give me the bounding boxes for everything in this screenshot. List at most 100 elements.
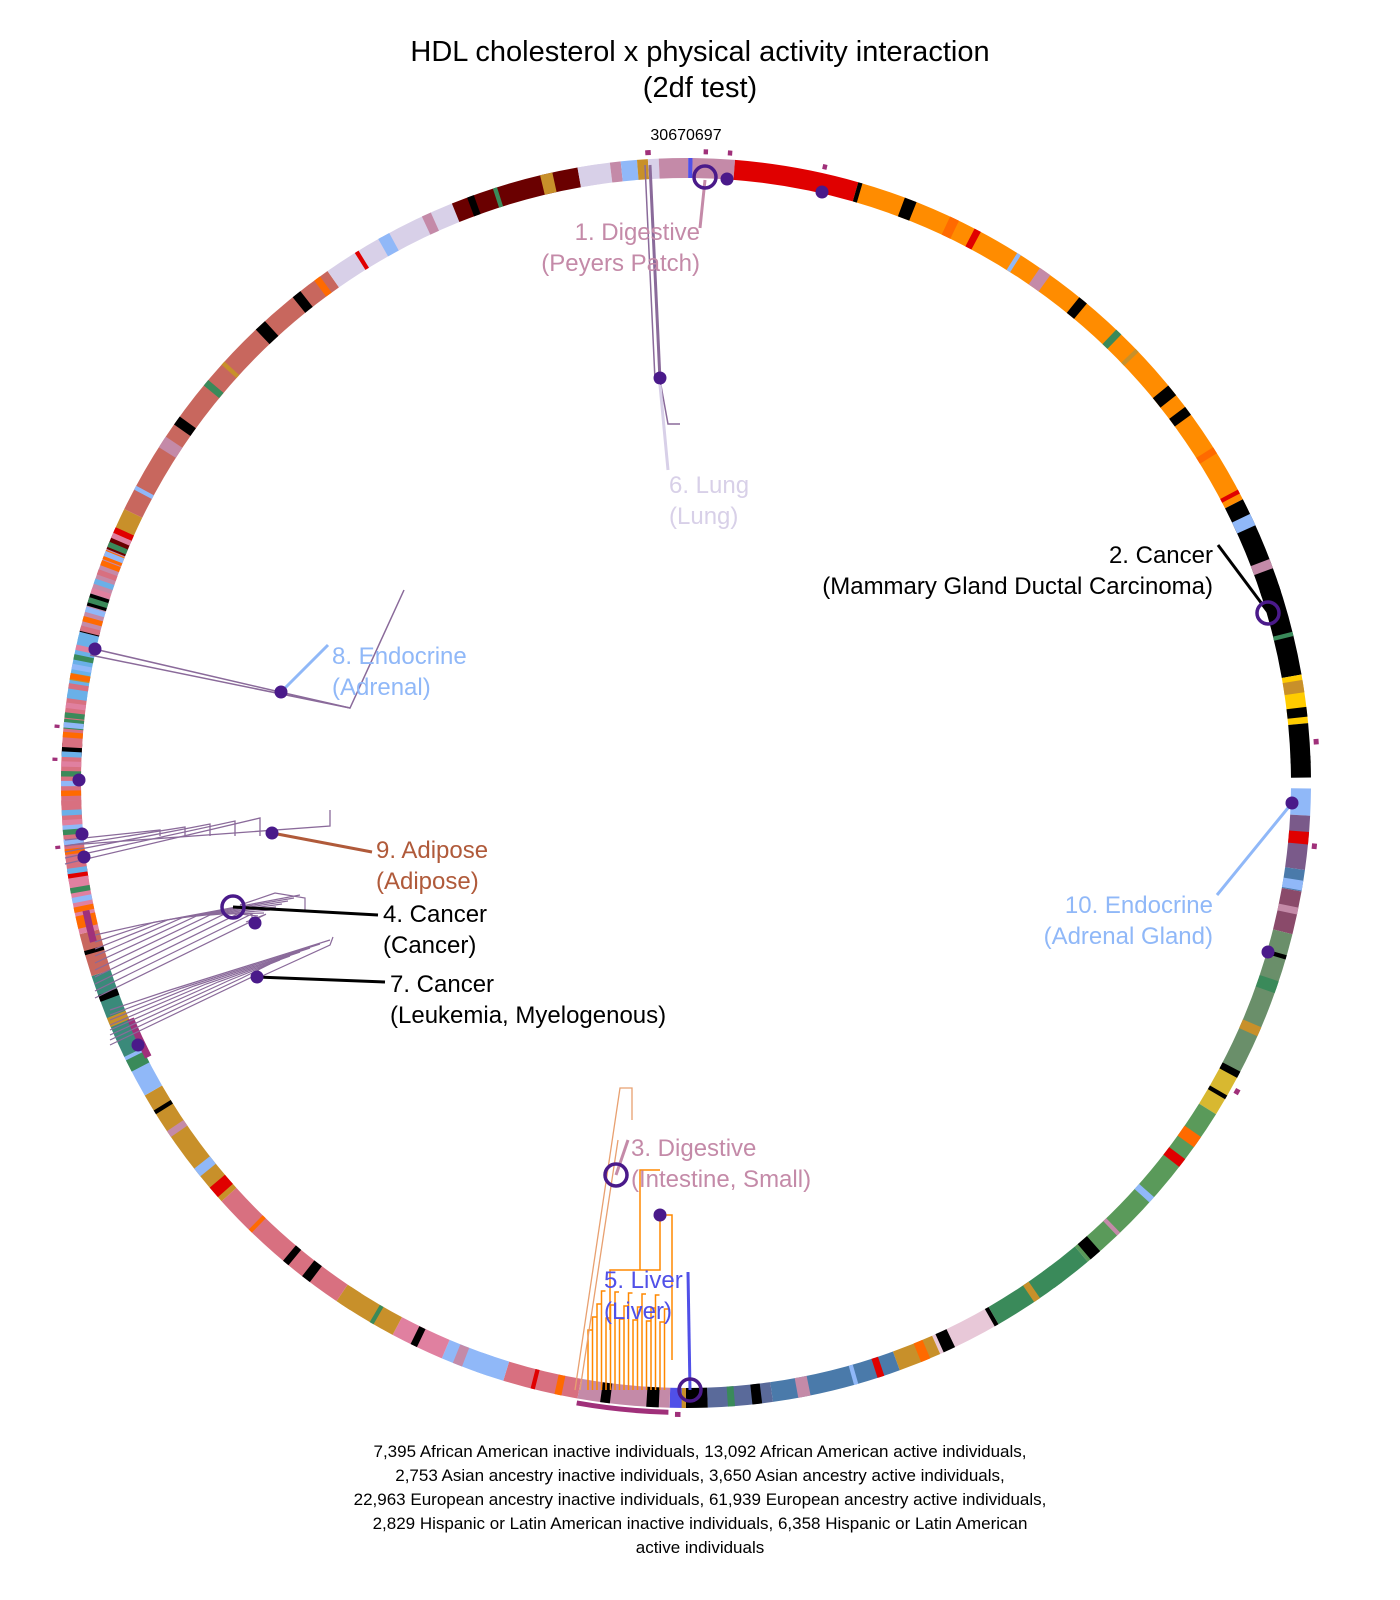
ring-stripe	[87, 597, 109, 609]
dendrogram-branch	[645, 1320, 651, 1390]
top-marker-label: 30670697	[650, 127, 721, 144]
annotation-tissue: 6. Lung	[669, 472, 749, 499]
ring-segment	[79, 929, 111, 977]
marker	[54, 724, 60, 729]
ring-stripe	[79, 625, 101, 636]
dendrogram-branch	[64, 817, 261, 865]
marker	[1311, 843, 1318, 850]
ring-stripe	[871, 1356, 885, 1378]
annotation-label-7: 7. Cancer(Leukemia, Myelogenous)	[390, 971, 666, 1029]
ring-stripe	[209, 1174, 233, 1198]
annotation-subtissue: (Mammary Gland Ductal Carcinoma)	[822, 573, 1213, 600]
annotation-label-9: 9. Adipose(Adipose)	[376, 837, 488, 895]
footer-line: 22,963 European ancestry inactive indivi…	[353, 1490, 1047, 1509]
data-point	[653, 1208, 667, 1222]
ring-stripe	[71, 894, 93, 904]
ring-stripe	[255, 321, 279, 345]
ring-stripe	[646, 1386, 660, 1408]
ring-stripe	[174, 416, 196, 436]
ring-stripe	[1028, 267, 1051, 292]
significant-point	[603, 1162, 629, 1188]
ring-stripe	[1286, 706, 1308, 719]
ring-stripe	[69, 673, 91, 683]
dendrogram-branch	[579, 1139, 619, 1391]
ring-stripe	[913, 1339, 931, 1363]
ring-stripe	[61, 799, 82, 806]
ring-stripe	[125, 1051, 150, 1072]
ring-stripe	[283, 1245, 302, 1266]
ring-stripe	[378, 232, 399, 257]
dendrogram-branch	[109, 951, 301, 1026]
data-point	[88, 642, 102, 656]
data-point	[250, 970, 264, 984]
dendrogram-branch	[109, 939, 331, 1011]
annotation-subtissue: (Peyers Patch)	[541, 250, 700, 277]
dendrogram-branch	[94, 894, 301, 936]
annotation-subtissue: (Adipose)	[376, 868, 479, 895]
ring-segment	[1290, 788, 1311, 816]
ring-stripe	[530, 1368, 540, 1390]
ring-stripe	[1077, 1236, 1101, 1260]
leader-line-4	[232, 905, 379, 917]
ring-segment	[609, 161, 623, 183]
footer-line: 2,753 Asian ancestry inactive individual…	[395, 1466, 1005, 1485]
ring-stripe	[750, 1383, 763, 1405]
ring-stripe	[107, 541, 128, 555]
leader-line-3	[614, 1139, 630, 1176]
ring-segment	[221, 1187, 348, 1302]
dendrogram-branch	[109, 963, 271, 1041]
annotation-subtissue: (Adrenal Gland)	[1044, 923, 1213, 950]
annotation-label-4: 4. Cancer(Cancer)	[383, 901, 487, 959]
ring-stripe	[1169, 406, 1191, 427]
ring-segment	[988, 1246, 1088, 1325]
dendrogram-branch	[623, 1305, 628, 1390]
data-point	[75, 827, 89, 841]
dendrogram-branch	[644, 164, 656, 381]
ring-stripe	[1282, 679, 1305, 696]
ring-segment	[707, 1382, 773, 1408]
annotation-subtissue: (Adrenal)	[332, 674, 431, 701]
ring-segment	[336, 1284, 402, 1335]
leader-line-7	[256, 975, 386, 984]
ring-stripe	[1277, 903, 1299, 915]
ring-stripe	[1288, 830, 1310, 845]
ring-stripe	[63, 722, 84, 730]
ring-segment	[144, 1085, 237, 1202]
leader-line-5	[686, 1271, 692, 1391]
dendrogram-branch	[591, 1316, 597, 1390]
ring-stripe	[848, 1364, 859, 1385]
ring-stripe	[984, 1306, 999, 1327]
ring-stripe	[103, 550, 125, 564]
data-point	[248, 916, 262, 930]
ring-stripe	[965, 228, 981, 250]
ring-segment	[658, 158, 689, 179]
ring-stripe	[897, 197, 917, 221]
ring-stripe	[65, 702, 87, 711]
ring-segment	[1225, 499, 1302, 678]
marker	[674, 1411, 681, 1417]
annotation-subtissue: (Liver)	[604, 1298, 672, 1325]
dendrogram-branch	[659, 379, 680, 425]
ring-stripe	[421, 212, 439, 235]
sample-size-footer: 7,395 African American inactive individu…	[0, 1440, 1400, 1560]
ring-stripe	[62, 741, 83, 749]
marker-band	[82, 909, 97, 943]
ring-stripe	[600, 1382, 613, 1404]
dendrogram-branch	[596, 1303, 601, 1390]
dendrogram-branch	[94, 897, 295, 943]
ring-stripe	[1022, 1281, 1041, 1303]
ring-stripe	[1103, 1218, 1121, 1236]
marker	[52, 757, 58, 762]
footer-line: active individuals	[635, 1538, 765, 1557]
dendrogram-branch	[64, 820, 236, 859]
ring-stripe	[62, 818, 83, 826]
dendrogram-branch	[89, 654, 351, 709]
leader-line-2	[1216, 544, 1270, 613]
ring-segment	[441, 1339, 510, 1381]
ring-stripe	[69, 884, 91, 894]
ring-stripe	[726, 1386, 736, 1407]
annotation-tissue: 7. Cancer	[390, 971, 494, 998]
dendrogram-branch	[650, 1307, 655, 1390]
annotation-label-6: 6. Lung(Lung)	[669, 472, 749, 530]
